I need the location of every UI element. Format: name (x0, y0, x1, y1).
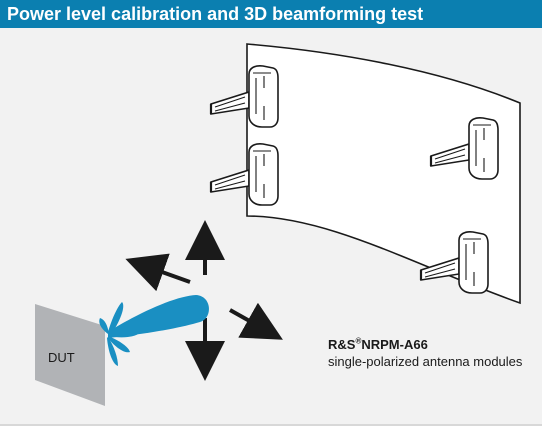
product-name: R&S®NRPM-A66 (328, 336, 428, 352)
mounting-panel (246, 43, 521, 305)
antenna-module-icon (209, 142, 280, 207)
beamforming-diagram: DUT (35, 43, 521, 406)
header-bar: Power level calibration and 3D beamformi… (0, 0, 542, 28)
product-caption: R&S®NRPM-A66 single-polarized antenna mo… (328, 337, 522, 370)
antenna-module-icon (209, 64, 280, 129)
beam-lobes (99, 295, 209, 366)
dut-label: DUT (48, 350, 75, 365)
dut-block (35, 304, 105, 406)
product-description: single-polarized antenna modules (328, 354, 523, 369)
page-title: Power level calibration and 3D beamformi… (7, 4, 424, 24)
arrow-icon (229, 302, 283, 340)
arrow-icon (125, 253, 191, 292)
